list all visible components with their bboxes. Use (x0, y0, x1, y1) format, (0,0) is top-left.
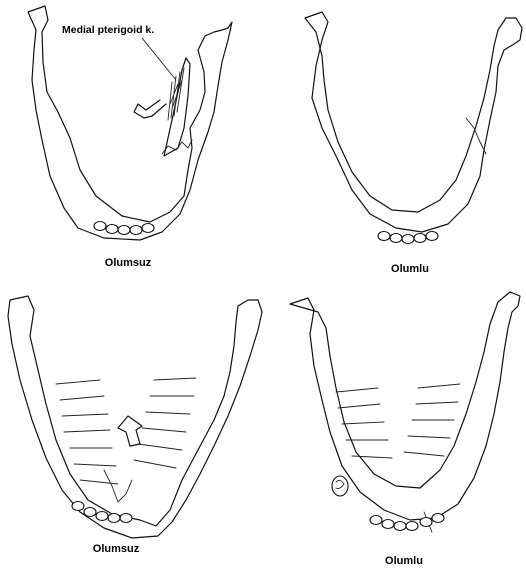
panel-bottom-right: Olumlu (290, 292, 520, 567)
displaced-fragment (164, 58, 190, 156)
mylohyoid-hatching (56, 378, 196, 484)
medial-pterygoid-muscle (168, 68, 184, 120)
panel-caption: Olumlu (391, 263, 429, 275)
panel-bottom-left: Olumsuz (8, 296, 262, 555)
panel-caption: Olumlu (385, 555, 423, 567)
lower-teeth (378, 232, 438, 244)
mandible-outline (28, 6, 232, 240)
panel-top-left: Medial pterigoid k. Olumsuz (28, 6, 232, 269)
muscle-annotation-label: Medial pterigoid k. (62, 24, 154, 36)
tooth-bud (332, 476, 348, 496)
displacement-arrow (118, 416, 142, 446)
mandible-outline (8, 296, 262, 538)
annotation-leader-line (142, 38, 176, 80)
mandible-outline (290, 292, 520, 520)
lower-teeth (94, 222, 154, 235)
panel-top-right: Olumlu (305, 12, 522, 275)
fracture-line (104, 470, 132, 502)
lower-teeth (370, 514, 444, 531)
mandible-outline (305, 12, 522, 232)
pull-arrow (134, 100, 166, 118)
panel-caption: Olumsuz (105, 257, 152, 269)
panel-caption: Olumsuz (93, 543, 140, 555)
